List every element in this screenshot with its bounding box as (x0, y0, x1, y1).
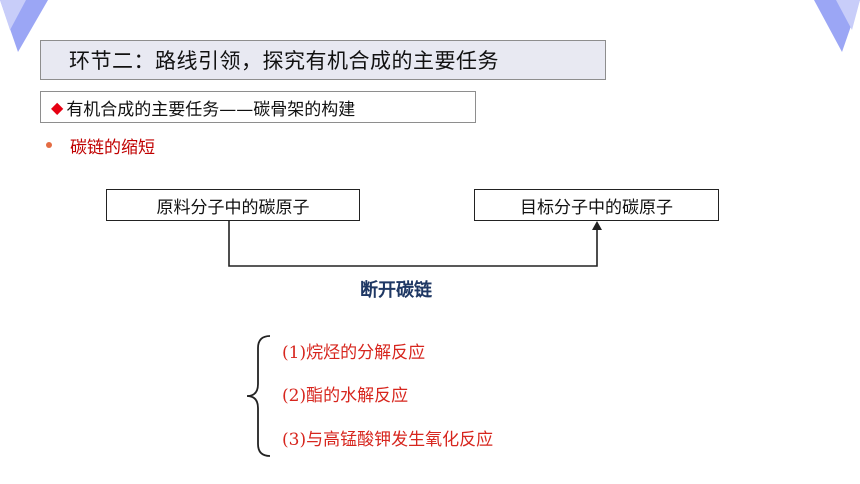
reaction-item: (1)烷烃的分解反应 (282, 343, 426, 363)
diamond-bullet-icon: ◆ (51, 97, 64, 117)
corner-decoration-left (0, 0, 48, 52)
corner-decoration-right (814, 0, 860, 52)
source-node: 原料分子中的碳原子 (106, 189, 360, 221)
section-title-box: 环节二：路线引领，探究有机合成的主要任务 (40, 40, 606, 80)
subtitle-text: 有机合成的主要任务——碳骨架的构建 (66, 99, 356, 120)
topic-bullet: 碳链的缩短 (46, 132, 155, 158)
reaction-item: (2)酯的水解反应 (282, 386, 409, 406)
page-title: 环节二：路线引领，探究有机合成的主要任务 (69, 49, 499, 73)
subtitle-box: ◆ 有机合成的主要任务——碳骨架的构建 (40, 91, 476, 123)
arrow-up-icon (592, 221, 602, 230)
left-brace-icon (246, 335, 271, 457)
reaction-item: (3)与高锰酸钾发生氧化反应 (282, 430, 494, 450)
source-node-label: 原料分子中的碳原子 (156, 197, 310, 218)
topic-label: 碳链的缩短 (70, 137, 155, 158)
dot-bullet-icon (46, 142, 52, 148)
process-label: 断开碳链 (360, 280, 432, 301)
target-node-label: 目标分子中的碳原子 (520, 197, 673, 218)
target-node: 目标分子中的碳原子 (474, 189, 719, 221)
